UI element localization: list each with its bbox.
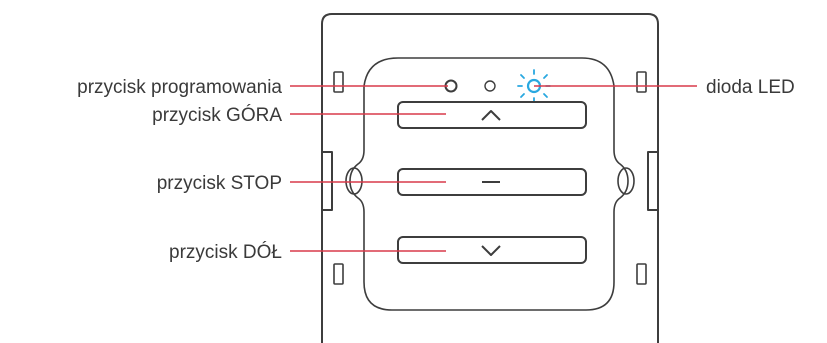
label-down-button: przycisk DÓŁ (169, 241, 282, 263)
label-led: dioda LED (706, 77, 795, 98)
label-stop-button: przycisk STOP (157, 173, 282, 194)
screw-hole (617, 167, 635, 195)
label-programming-button: przycisk programowania (77, 77, 282, 98)
indicator-dot (484, 80, 496, 92)
up-button[interactable] (397, 101, 587, 129)
chevron-down-icon (481, 245, 501, 256)
keypad-panel (349, 57, 629, 311)
mounting-slot (333, 71, 344, 93)
left-side-notch (322, 151, 333, 211)
label-up-button: przycisk GÓRA (152, 104, 282, 126)
device-housing (321, 13, 659, 343)
chevron-up-icon (481, 110, 501, 121)
screw-hole (345, 167, 363, 195)
mounting-slot (636, 71, 647, 93)
down-button[interactable] (397, 236, 587, 264)
mounting-slot (636, 263, 647, 285)
right-side-notch (647, 151, 658, 211)
mounting-slot (333, 263, 344, 285)
